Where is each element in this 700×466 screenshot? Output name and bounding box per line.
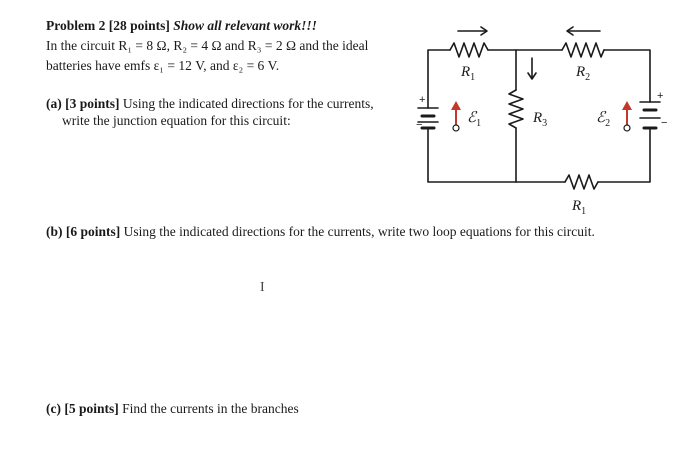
part-c: (c) [5 points] Find the currents in the …: [46, 400, 299, 418]
battery-1-plus: +: [419, 94, 425, 106]
emf-1-arrow-tail: [452, 124, 460, 132]
label-r1-top: R1: [460, 64, 475, 83]
text-cursor: I: [260, 280, 265, 295]
part-a-label: (a) [3 points]: [46, 96, 120, 111]
battery-2-plus: +: [657, 90, 663, 102]
problem-line-1: In the circuit R₁ = 8 Ω, R₂ = 4 Ω and R₃…: [46, 38, 369, 53]
problem-instruction: Show all relevant work!!!: [173, 18, 317, 33]
current-arrow-r2-head: [566, 26, 574, 36]
battery-2-minus: −: [661, 117, 667, 129]
part-a-text-1: Using the indicated directions for the c…: [119, 96, 374, 111]
part-c-label: (c) [5 points]: [46, 401, 119, 416]
part-a-line-1: (a) [3 points] Using the indicated direc…: [46, 95, 374, 113]
resistor-r3: [508, 89, 524, 129]
problem-title: Problem 2 [28 points] Show all relevant …: [46, 17, 317, 35]
emf-2-arrow-tail: [623, 124, 631, 132]
resistor-r1-top: [449, 42, 489, 58]
emf-2-arrow-head: [622, 101, 632, 110]
part-b-label: (b) [6 points]: [46, 224, 121, 239]
part-c-text: Find the currents in the branches: [118, 401, 299, 416]
label-r2: R2: [575, 64, 590, 83]
problem-line-2: batteries have emfs ε₁ = 12 V, and ε₂ = …: [46, 58, 280, 73]
part-a-text-2: write the junction equation for this cir…: [62, 113, 291, 128]
label-r1-bottom: R1: [571, 198, 586, 217]
top-left-wire: [427, 49, 451, 109]
emf-arrows: [451, 101, 632, 132]
bottom-wire: [427, 127, 566, 183]
label-r3: R3: [532, 110, 547, 129]
battery-1-minus: −: [416, 119, 422, 131]
part-b-text: Using the indicated directions for the c…: [120, 224, 595, 239]
current-arrow-r1-head: [480, 26, 488, 36]
resistor-r2: [561, 42, 605, 58]
emf-1-arrow-head: [451, 101, 461, 110]
current-arrow-middle-head: [527, 72, 537, 80]
top-right-wire: [603, 49, 651, 103]
part-b: (b) [6 points] Using the indicated direc…: [46, 223, 595, 241]
label-emf-2: ℰ2: [596, 110, 610, 129]
right-lower-wire: [597, 127, 651, 183]
problem-number: Problem 2 [28 points]: [46, 18, 170, 33]
label-emf-1: ℰ1: [467, 110, 481, 129]
resistor-r1-bottom: [564, 174, 599, 190]
